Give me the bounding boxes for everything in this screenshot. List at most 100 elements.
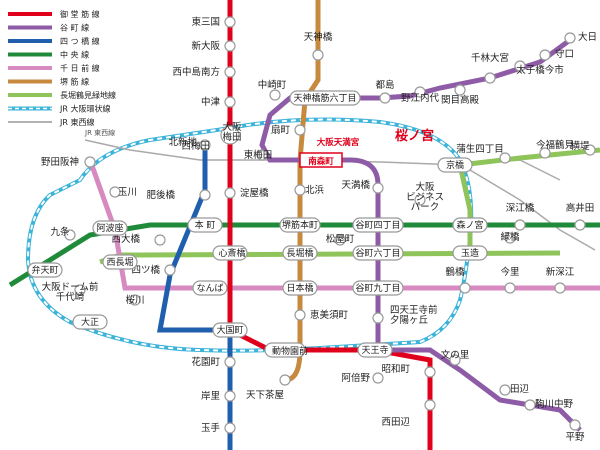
station-marker[interactable] xyxy=(372,312,384,324)
station-label-tamatsukuri: 玉造 xyxy=(461,247,479,259)
interchange-marker[interactable] xyxy=(352,217,404,233)
station-marker[interactable] xyxy=(279,374,291,386)
interchange-marker[interactable] xyxy=(279,217,321,233)
station-marker[interactable] xyxy=(504,282,516,294)
station-marker[interactable] xyxy=(294,309,306,321)
station-label-dome: 大阪ドーム前千代崎 xyxy=(42,281,99,303)
interchange-marker[interactable] xyxy=(452,245,488,261)
station-marker[interactable] xyxy=(524,399,536,411)
interchange-marker[interactable] xyxy=(352,280,404,296)
station-marker[interactable] xyxy=(424,399,436,411)
station-label-ebisucho: 恵美須町 xyxy=(310,309,349,321)
station-marker[interactable] xyxy=(154,234,166,246)
interchange-marker[interactable] xyxy=(289,90,361,106)
station-marker[interactable] xyxy=(484,72,496,84)
station-marker[interactable] xyxy=(454,84,466,96)
station-marker[interactable] xyxy=(224,16,236,28)
station-marker[interactable] xyxy=(554,282,566,294)
station-marker[interactable] xyxy=(569,419,581,431)
station-marker[interactable] xyxy=(224,66,236,78)
station-label-kishinosato: 岸里 xyxy=(201,391,220,402)
station-marker[interactable] xyxy=(256,149,268,161)
interchange-marker[interactable] xyxy=(212,322,248,338)
station-label-sekime: 関目高殿 xyxy=(441,94,480,106)
station-marker[interactable] xyxy=(414,194,426,206)
station-marker[interactable] xyxy=(224,422,236,434)
interchange-marker[interactable] xyxy=(187,217,223,233)
interchange-marker[interactable] xyxy=(264,342,306,358)
station-marker[interactable] xyxy=(294,124,306,136)
interchange-marker[interactable] xyxy=(92,220,128,236)
station-label-temmabashi: 天満橋 xyxy=(341,179,370,191)
station-label-honmachi: 本 町 xyxy=(195,219,216,231)
interchange-marker[interactable] xyxy=(452,217,488,233)
station-marker[interactable] xyxy=(499,152,511,164)
station-label-bunnosato: 文の里 xyxy=(441,349,470,361)
station-marker[interactable] xyxy=(449,354,461,366)
station-label-kujo: 九条 xyxy=(50,226,70,238)
station-marker[interactable] xyxy=(584,144,596,156)
station-marker[interactable] xyxy=(424,366,436,378)
station-marker[interactable] xyxy=(574,219,586,231)
station-marker[interactable] xyxy=(164,264,176,276)
station-label-sembayashi: 千林大宮 xyxy=(471,52,509,64)
station-label-noda-hanshin: 野田阪神 xyxy=(41,156,79,168)
station-marker[interactable] xyxy=(312,49,324,61)
station-marker[interactable] xyxy=(459,282,471,294)
jr-tozai-label: JR 東西線 xyxy=(84,128,115,137)
station-marker[interactable] xyxy=(514,60,526,72)
station-label-nishitanabe: 西田辺 xyxy=(381,417,410,428)
station-marker[interactable] xyxy=(224,96,236,108)
station-marker[interactable] xyxy=(499,384,511,396)
station-marker[interactable] xyxy=(199,139,211,151)
minamimorimachi-box[interactable] xyxy=(299,152,343,168)
station-marker[interactable] xyxy=(269,89,281,101)
station-marker[interactable] xyxy=(64,229,76,241)
station-label-sakaisuji-honmachi: 堺筋本町 xyxy=(282,219,318,231)
station-label-nakatsu: 中津 xyxy=(201,96,221,108)
interchange-marker[interactable] xyxy=(437,157,473,173)
station-label-kitahama: 北浜 xyxy=(305,185,325,196)
interchange-marker[interactable] xyxy=(212,245,248,261)
station-marker[interactable] xyxy=(294,184,306,196)
station-marker[interactable] xyxy=(504,232,516,244)
station-marker[interactable] xyxy=(129,294,141,306)
station-marker[interactable] xyxy=(564,32,576,44)
station-marker[interactable] xyxy=(372,182,384,194)
station-marker[interactable] xyxy=(539,147,551,159)
station-marker[interactable] xyxy=(539,49,551,61)
interchange-marker[interactable] xyxy=(282,280,318,296)
station-label-noe: 野江内代 xyxy=(401,92,440,104)
station-label-tanimachi6: 谷町六丁目 xyxy=(355,247,400,259)
station-marker[interactable] xyxy=(514,219,526,231)
station-marker[interactable] xyxy=(224,40,236,52)
station-marker[interactable] xyxy=(334,234,346,246)
station-marker[interactable] xyxy=(224,356,236,368)
interchange-marker[interactable] xyxy=(282,245,318,261)
station-marker[interactable] xyxy=(74,284,86,296)
legend-label: 四 つ 橋 線 xyxy=(60,36,100,46)
interchange-marker[interactable] xyxy=(27,262,63,278)
legend-label: 長堀鶴見緑地線 xyxy=(60,90,116,100)
station-label-tanimachi9: 谷町九丁目 xyxy=(355,283,400,294)
station-label-bentencho: 弁天町 xyxy=(31,264,58,276)
station-marker[interactable] xyxy=(199,189,211,201)
station-label-higobashi: 肥後橋 xyxy=(146,189,175,201)
station-marker[interactable] xyxy=(372,372,384,384)
station-marker[interactable] xyxy=(84,156,96,168)
station-label-matsuyamachi: 松屋町 xyxy=(326,233,355,245)
station-label-higashi-mikuni: 東三国 xyxy=(191,16,220,28)
station-label-kitashinchi: 北新地 xyxy=(168,136,197,148)
interchange-marker[interactable] xyxy=(352,245,404,261)
station-marker[interactable] xyxy=(224,390,236,402)
station-marker[interactable] xyxy=(109,186,121,198)
station-marker[interactable] xyxy=(379,92,391,104)
interchange-marker[interactable] xyxy=(192,280,228,296)
interchange-marker[interactable] xyxy=(357,342,393,358)
station-marker[interactable] xyxy=(220,125,240,145)
station-marker[interactable] xyxy=(224,187,236,199)
station-label-kyobashi: 京橋 xyxy=(446,159,464,171)
interchange-marker[interactable] xyxy=(102,254,138,270)
station-marker[interactable] xyxy=(414,86,426,98)
interchange-marker[interactable] xyxy=(72,314,108,330)
